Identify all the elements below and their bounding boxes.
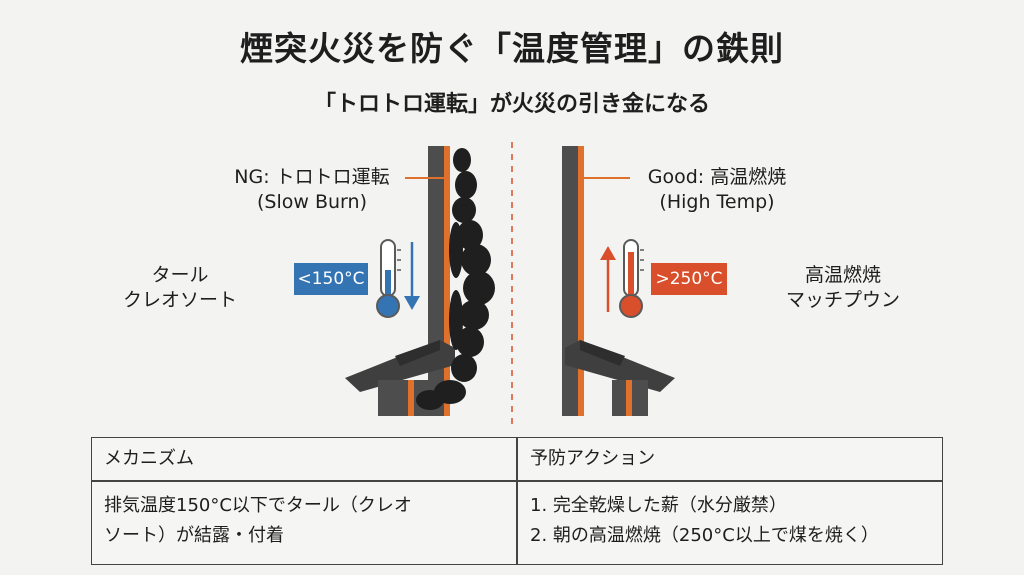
info-table: メカニズム 予防アクション 排気温度150°C以下でタール（クレオ ソート）が結… [91, 437, 943, 565]
right-side-line2: マッチプウン [785, 289, 900, 311]
left-side-line2: クレオソート [122, 289, 237, 311]
right-chimney-wall [562, 146, 578, 416]
prevention-item-2: 2. 朝の高温燃焼（250°C以上で煤を焼く） [530, 525, 879, 546]
ng-label-line1: NG: トロトロ運転 [234, 166, 390, 188]
ng-label: NG: トロトロ運転 (Slow Burn) [222, 165, 402, 215]
right-lower-wall-2 [632, 380, 648, 416]
right-lower-flue [626, 380, 632, 416]
left-chimney [345, 146, 495, 416]
prevention-body: 1. 完全乾燥した薪（水分厳禁） 2. 朝の高温燃焼（250°C以上で煤を焼く） [518, 491, 942, 551]
mechanism-header: メカニズム [104, 448, 194, 469]
left-side-line1: タール [151, 264, 209, 286]
left-chimney-wall [428, 146, 444, 416]
right-side-line1: 高温燃焼 [804, 264, 881, 286]
good-label-line2: (High Temp) [659, 191, 775, 213]
prevention-item-1: 1. 完全乾燥した薪（水分厳禁） [530, 495, 787, 516]
up-arrow-icon [600, 246, 616, 312]
good-label-line1: Good: 高温燃焼 [647, 166, 787, 188]
mechanism-body-line1: 排気温度150°C以下でタール（クレオ [104, 495, 412, 516]
cold-thermometer-icon [376, 239, 401, 318]
mechanism-body-line2: ソート）が結露・付着 [104, 525, 284, 546]
left-flashing [395, 340, 440, 366]
right-side-label: 高温燃焼 マッチプウン [778, 263, 908, 313]
left-side-label: タール クレオソート [120, 263, 240, 313]
right-chimney [562, 146, 675, 416]
table-column-divider [516, 438, 518, 564]
creosote-buildup [416, 148, 495, 410]
right-lower-wall [612, 380, 626, 416]
hot-temp-badge: >250°C [651, 263, 727, 295]
page-title: 煙突火災を防ぐ「温度管理」の鉄則 [240, 29, 784, 68]
left-lower-wall [378, 380, 408, 416]
ng-label-line2: (Slow Burn) [257, 191, 367, 213]
page-subtitle: 「トロトロ運転」が火災の引き金になる [313, 92, 710, 117]
cold-temp-badge: <150°C [294, 263, 368, 295]
chimney-diagram [345, 142, 675, 425]
right-chimney-flue [578, 146, 584, 416]
right-flashing [580, 340, 625, 366]
mechanism-body: 排気温度150°C以下でタール（クレオ ソート）が結露・付着 [92, 491, 516, 551]
left-lower-flue [408, 380, 414, 416]
table-header-divider [92, 480, 942, 482]
left-chimney-flue [444, 146, 450, 416]
hot-thermometer-icon [619, 239, 644, 318]
down-arrow-icon [404, 242, 420, 310]
good-label: Good: 高温燃焼 (High Temp) [632, 165, 802, 215]
prevention-header: 予防アクション [530, 448, 656, 469]
